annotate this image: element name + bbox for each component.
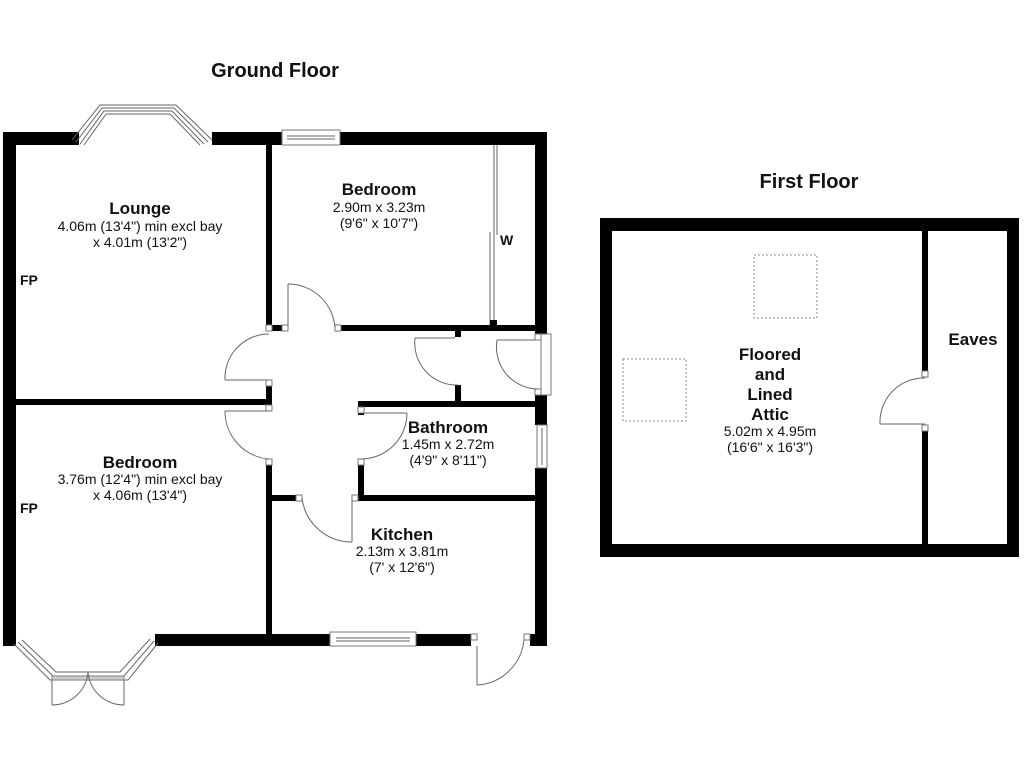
- svg-text:Kitchen: Kitchen: [371, 525, 433, 544]
- room-bedroom-2: Bedroom 3.76m (12'4") min excl bay x 4.0…: [58, 453, 223, 503]
- doors: [224, 283, 539, 686]
- svg-text:Bedroom: Bedroom: [342, 180, 417, 199]
- skylights: [622, 254, 818, 422]
- svg-text:4.06m (13'4") min excl bay: 4.06m (13'4") min excl bay: [58, 218, 223, 234]
- room-eaves: Eaves: [948, 330, 997, 349]
- svg-text:Floored: Floored: [739, 345, 801, 364]
- svg-text:Lounge: Lounge: [109, 199, 170, 218]
- room-kitchen: Kitchen 2.13m x 3.81m (7' x 12'6"): [356, 525, 449, 575]
- svg-text:Attic: Attic: [751, 405, 789, 424]
- svg-text:2.90m x 3.23m: 2.90m x 3.23m: [333, 199, 426, 215]
- room-bathroom: Bathroom 1.45m x 2.72m (4'9" x 8'11"): [402, 418, 495, 468]
- fireplace-label-bedroom: FP: [20, 500, 38, 516]
- room-attic: Floored and Lined Attic 5.02m x 4.95m (1…: [724, 345, 817, 455]
- ground-floor-title: Ground Floor: [211, 60, 339, 82]
- svg-text:and: and: [755, 365, 785, 384]
- bedroom-bay-window: [13, 638, 159, 706]
- svg-text:1.45m x 2.72m: 1.45m x 2.72m: [402, 436, 495, 452]
- first-floor-title: First Floor: [760, 171, 859, 193]
- svg-text:3.76m (12'4") min excl bay: 3.76m (12'4") min excl bay: [58, 471, 223, 487]
- windows: [281, 129, 552, 647]
- svg-text:(7' x 12'6"): (7' x 12'6"): [369, 559, 435, 575]
- room-bedroom-1: Bedroom 2.90m x 3.23m (9'6" x 10'7"): [333, 180, 426, 231]
- svg-text:Eaves: Eaves: [948, 330, 997, 349]
- door-jambs: [265, 324, 542, 641]
- fireplace-label-lounge: FP: [20, 272, 38, 288]
- svg-text:Bathroom: Bathroom: [408, 418, 488, 437]
- wardrobe-label: W: [500, 232, 514, 248]
- svg-text:(4'9" x 8'11"): (4'9" x 8'11"): [409, 452, 486, 468]
- svg-text:(9'6" x 10'7"): (9'6" x 10'7"): [340, 215, 418, 231]
- svg-text:5.02m x 4.95m: 5.02m x 4.95m: [724, 423, 817, 439]
- svg-text:2.13m x 3.81m: 2.13m x 3.81m: [356, 543, 449, 559]
- svg-text:Lined: Lined: [747, 385, 792, 404]
- svg-text:x 4.06m (13'4"): x 4.06m (13'4"): [93, 487, 187, 503]
- attic-door: [879, 377, 926, 425]
- svg-text:(16'6" x 16'3"): (16'6" x 16'3"): [727, 439, 813, 455]
- svg-text:Bedroom: Bedroom: [103, 453, 178, 472]
- lounge-bay-window: [71, 104, 213, 146]
- first-floor-walls: [600, 218, 1019, 557]
- room-lounge: Lounge 4.06m (13'4") min excl bay x 4.01…: [58, 199, 223, 250]
- ground-floor-walls: [3, 132, 547, 646]
- svg-text:x 4.01m (13'2"): x 4.01m (13'2"): [93, 234, 187, 250]
- wardrobe: [489, 145, 498, 326]
